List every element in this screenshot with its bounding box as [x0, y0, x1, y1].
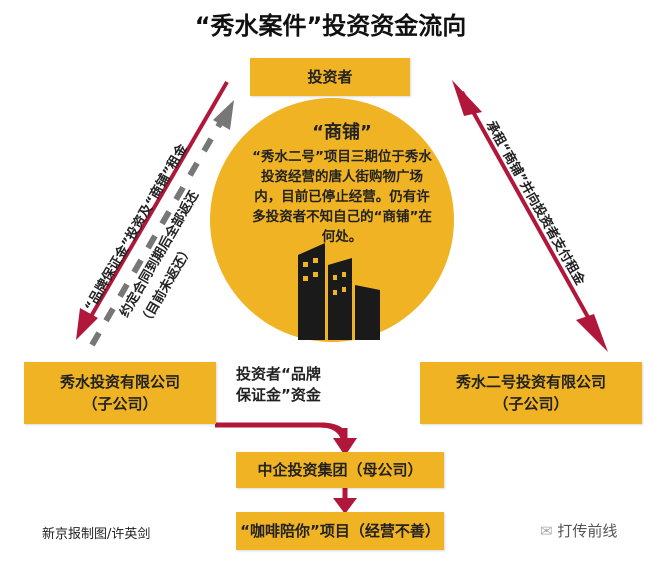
right-arrow-label: 承租“商铺”并向投资者支付租金: [483, 118, 589, 289]
left-company-box: 秀水投资有限公司 （子公司）: [24, 362, 216, 424]
return-dashed-arrow: [89, 100, 234, 347]
page-title: “秀水案件”投资资金流向: [194, 12, 467, 40]
credit: 新京报制图/许英剑: [42, 527, 151, 542]
left-company-type: （子公司）: [82, 395, 158, 413]
right-rent-arrow: [452, 80, 608, 352]
left-investment-arrow: [76, 80, 229, 340]
fund-note-line1: 投资者“品牌: [236, 365, 321, 383]
watermark: ✉ 打传前线: [540, 521, 617, 542]
wechat-icon: ✉: [540, 522, 558, 540]
parent-company-box: 中企投资集团（母公司）: [236, 452, 444, 488]
shop-circle: [210, 98, 454, 342]
right-company-name: 秀水二号投资有限公司: [455, 373, 606, 391]
investor-box: 投资者: [250, 58, 410, 96]
fund-note-line2: 保证金”资金: [236, 386, 321, 404]
fund-flow-arrow: [215, 422, 357, 456]
right-company-type: （子公司）: [493, 395, 569, 413]
fund-note: 投资者“品牌 保证金”资金: [236, 364, 321, 406]
shop-body: “秀水二号”项目三期位于秀水投资经营的唐人街购物广场内，目前已停止经营。仍有许多…: [252, 149, 432, 245]
watermark-text: 打传前线: [557, 522, 618, 540]
investor-label: 投资者: [307, 68, 353, 86]
project-label: “咖啡陪你”项目（经营不善）: [240, 522, 440, 540]
building-icon: [298, 243, 380, 340]
right-company-box: 秀水二号投资有限公司 （子公司）: [420, 362, 642, 424]
parent-company-label: 中企投资集团（母公司）: [257, 461, 423, 479]
shop-description: “商铺” “秀水二号”项目三期位于秀水投资经营的唐人街购物广场内，目前已停止经营…: [252, 123, 432, 247]
parent-to-project-arrow: [333, 488, 357, 514]
shop-heading: “商铺”: [312, 122, 372, 143]
project-box: “咖啡陪你”项目（经营不善）: [236, 512, 444, 550]
left-company-name: 秀水投资有限公司: [59, 373, 180, 391]
